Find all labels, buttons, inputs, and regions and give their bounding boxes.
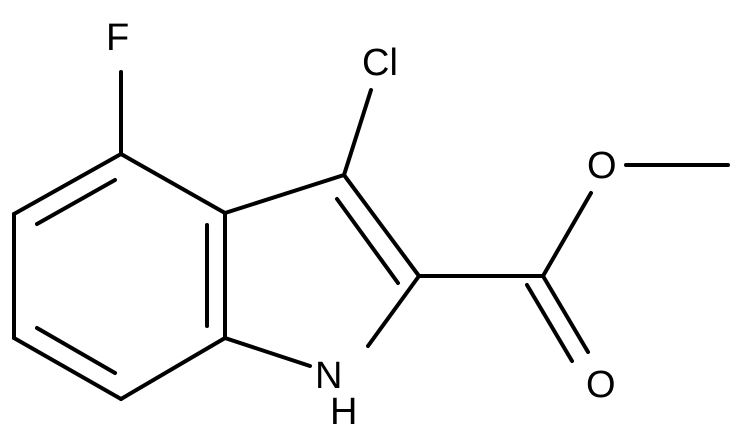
bond-c4-c5-inner — [35, 178, 117, 226]
bond-c4-c5 — [12, 152, 123, 216]
bond-n1-c7a — [223, 336, 312, 368]
bond-c2-n1 — [366, 274, 421, 348]
atom-label-ester-oxygen: O — [587, 145, 617, 187]
atom-label-nitrogen: N — [315, 355, 342, 397]
bond-carbonyl-o-double-b — [525, 283, 574, 363]
bond-carbonyl-o-double-a — [541, 274, 590, 354]
atom-label-fluorine: F — [106, 17, 129, 59]
bond-c3-c2 — [342, 173, 421, 278]
bond-carbonyl-o-single — [541, 191, 593, 278]
bond-c3-cl — [342, 88, 373, 177]
atom-label-carbonyl-oxygen: O — [586, 364, 616, 406]
atom-label-nitrogen-hydrogen: H — [330, 391, 357, 433]
bond-c6-c7-inner — [35, 326, 117, 375]
bond-c3a-c3 — [223, 173, 346, 215]
bond-c6-c7 — [12, 336, 123, 401]
atom-label-chlorine: Cl — [362, 42, 398, 84]
bond-c3a-c4 — [119, 152, 227, 215]
bond-c3-c2-inner — [335, 197, 400, 285]
bond-c7-c7a — [119, 336, 227, 401]
